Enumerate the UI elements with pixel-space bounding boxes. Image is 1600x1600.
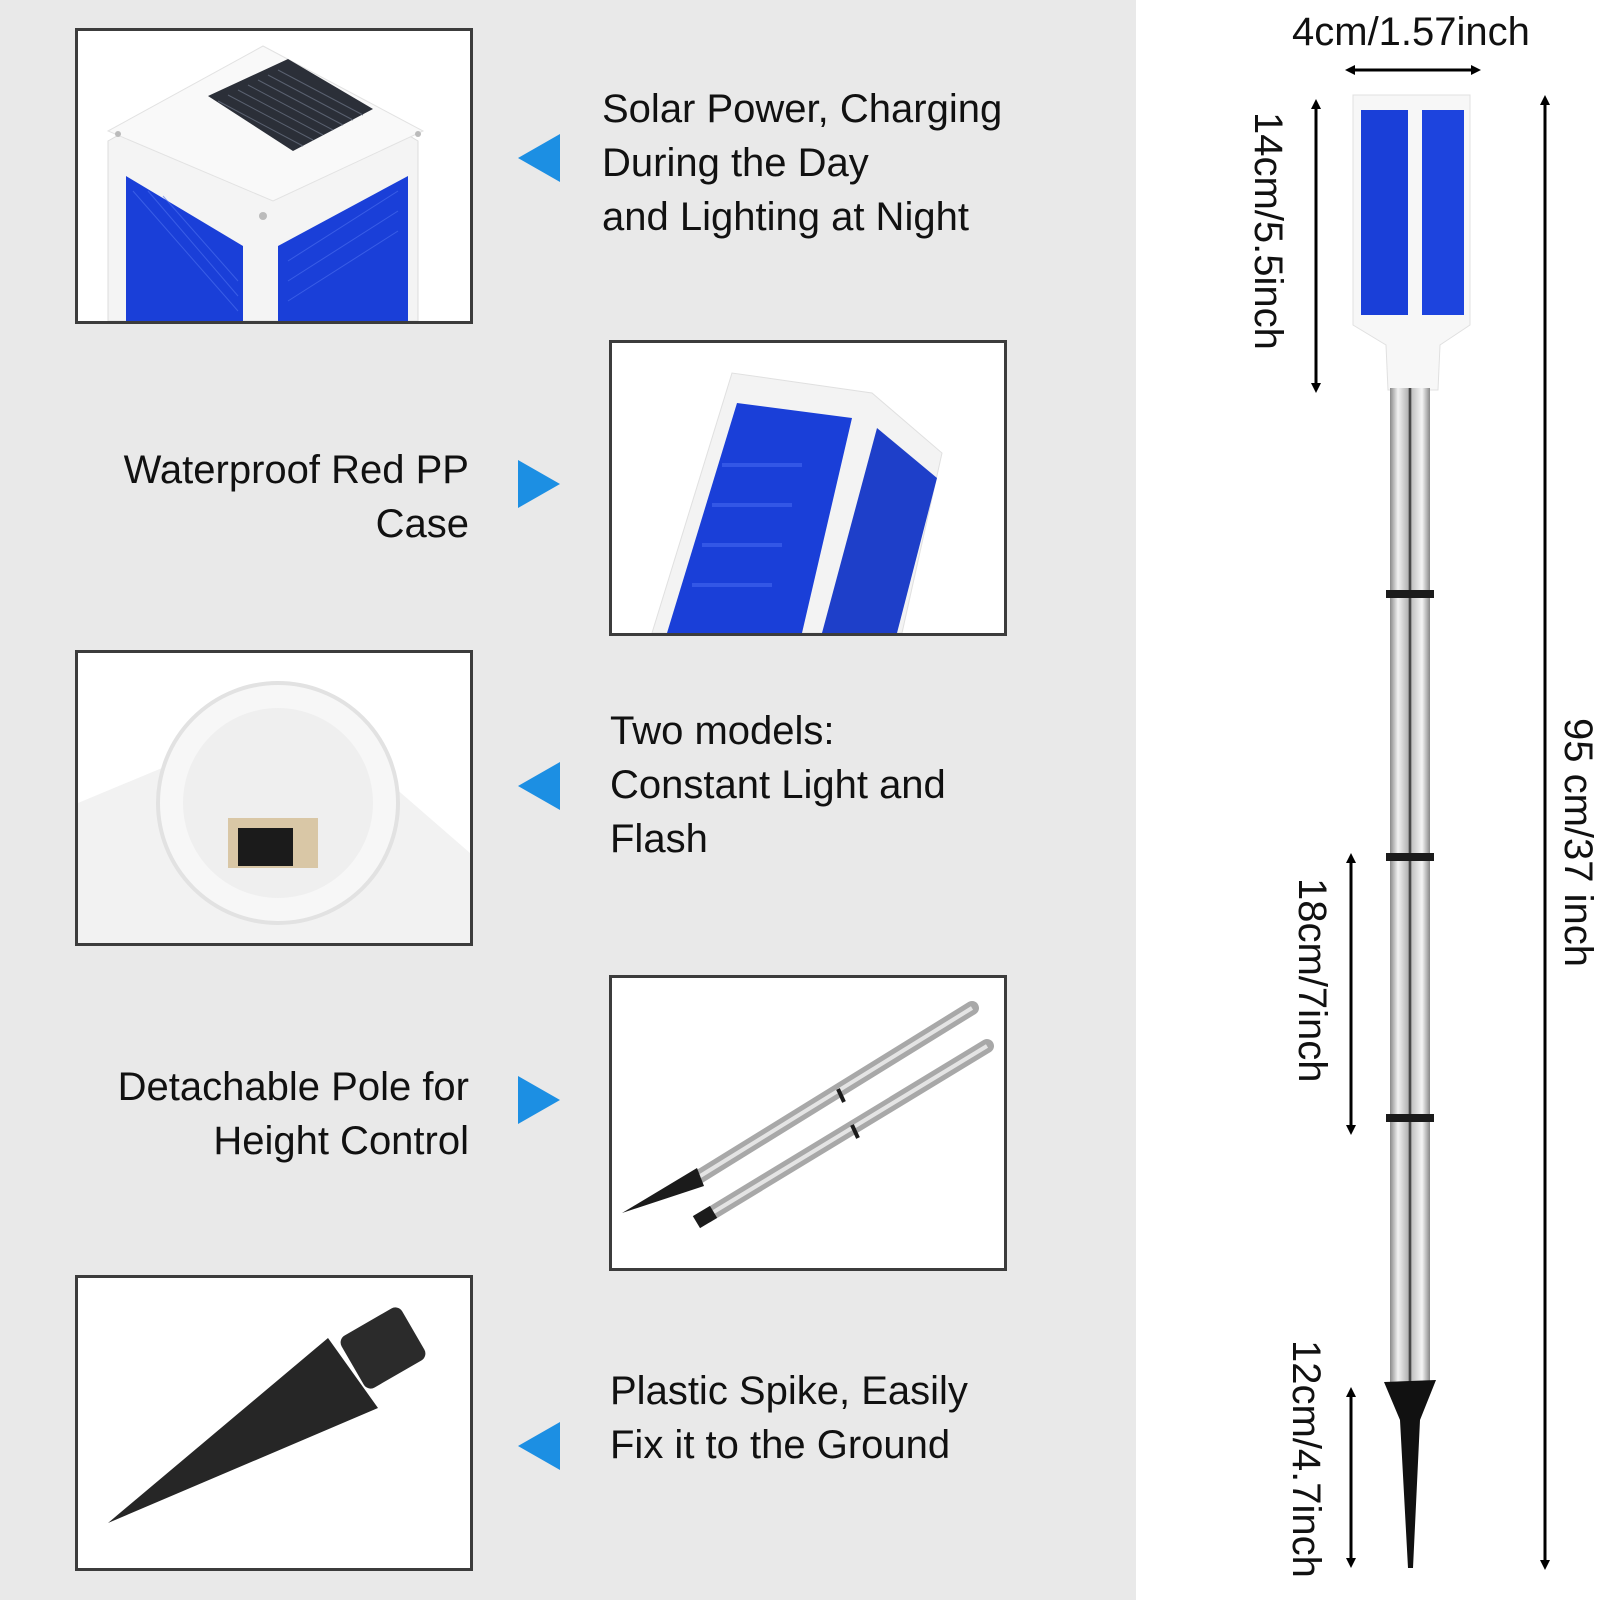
head-reflector-right	[1422, 110, 1464, 315]
pole-rings	[1386, 590, 1434, 1122]
feature-two-models: Two models: Constant Light and Flash	[610, 704, 946, 866]
total-height-label: 95 cm/37 inch	[1556, 718, 1600, 968]
pole-shaft	[1390, 388, 1430, 1393]
feature-line: Height Control	[213, 1119, 469, 1163]
spike-blade	[108, 1338, 378, 1523]
pole-spike	[1384, 1380, 1436, 1568]
poles-illustration	[612, 978, 1004, 1268]
reflector-face-side	[822, 428, 937, 633]
switch-toggle-icon	[238, 828, 293, 866]
feature-line: During the Day	[602, 141, 869, 185]
feature-line: Solar Power, Charging	[602, 87, 1003, 131]
spike-length-label: 12cm/4.7inch	[1284, 1340, 1328, 1578]
switch-socket-illustration	[78, 653, 470, 943]
reflector-face-front	[667, 403, 852, 633]
photo-detachable-poles	[609, 975, 1007, 1271]
photo-solar-top	[75, 28, 473, 324]
feature-line: Two models:	[610, 709, 835, 753]
feature-detachable-pole: Detachable Pole for Height Control	[118, 1060, 469, 1168]
feature-line: Waterproof Red PP	[123, 448, 469, 492]
section-length-label: 18cm/7inch	[1290, 878, 1334, 1083]
left-arrow-icon	[518, 1422, 560, 1470]
feature-line: Case	[375, 502, 469, 546]
spike-collar	[340, 1307, 426, 1389]
feature-line: and Lighting at Night	[602, 195, 969, 239]
spike-illustration	[78, 1278, 470, 1568]
feature-line: Flash	[610, 817, 708, 861]
photo-ground-spike	[75, 1275, 473, 1571]
lamp-head	[1352, 94, 1471, 391]
head-reflector-left	[1361, 110, 1408, 315]
left-arrow-icon	[518, 134, 560, 182]
feature-line: Plastic Spike, Easily	[610, 1369, 968, 1413]
right-arrow-icon	[518, 460, 560, 508]
feature-plastic-spike: Plastic Spike, Easily Fix it to the Grou…	[610, 1364, 968, 1472]
feature-waterproof-case: Waterproof Red PP Case	[124, 443, 469, 551]
head-height-label: 14cm/5.5inch	[1246, 112, 1290, 350]
feature-line: Constant Light and	[610, 763, 946, 807]
spike-tip-icon	[622, 1168, 704, 1213]
feature-line: Fix it to the Ground	[610, 1423, 951, 1467]
photo-switch-socket	[75, 650, 473, 946]
right-arrow-icon	[518, 1076, 560, 1124]
feature-solar-power: Solar Power, Charging During the Day and…	[602, 82, 1002, 244]
feature-line: Detachable Pole for	[117, 1065, 469, 1109]
solar-cell-icon	[208, 59, 373, 151]
photo-blue-case	[609, 340, 1007, 636]
blue-reflector-illustration	[612, 343, 1004, 633]
solar-lamp-top-illustration	[78, 31, 470, 321]
left-arrow-icon	[518, 762, 560, 810]
width-label: 4cm/1.57inch	[1292, 10, 1530, 54]
